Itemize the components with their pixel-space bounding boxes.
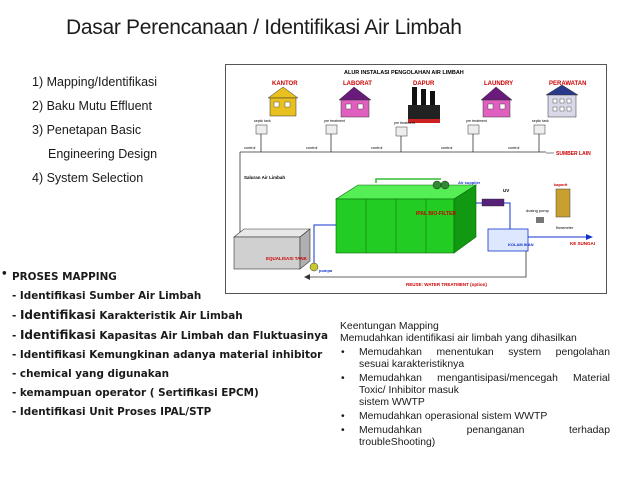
svg-text:control: control (244, 146, 256, 150)
air-supplier: Air supplier (375, 178, 481, 190)
svg-text:KOLAM IKAN: KOLAM IKAN (508, 242, 534, 247)
diagram-title: ALUR INSTALASI PENGOLAHAN AIR LIMBAH (344, 70, 464, 76)
svg-text:KANTOR: KANTOR (272, 81, 298, 87)
svg-text:LAUNDRY: LAUNDRY (484, 81, 513, 87)
mapping-item: - chemical yang digunakan (12, 368, 170, 380)
building-laborat: LABORAT (338, 81, 372, 118)
building-laundry: LAUNDRY (480, 81, 513, 118)
equalisasi-tank: EQUALISASI TANK (233, 228, 311, 270)
step-item: 4) System Selection (32, 171, 144, 185)
kolam-ikan: KOLAM IKAN (487, 228, 534, 252)
svg-text:dosing pump: dosing pump (526, 208, 550, 213)
bullet-icon: • (1, 268, 8, 280)
svg-text:septic tank: septic tank (254, 119, 271, 123)
svg-text:pompa: pompa (319, 268, 333, 273)
svg-text:pre treatment: pre treatment (394, 121, 415, 125)
building-kantor: KANTOR (267, 81, 299, 117)
mapping-heading: PROSES MAPPING (12, 271, 117, 283)
mapping-item: - Identifikasi Kemungkinan adanya materi… (12, 349, 323, 361)
list-item: •Memudahkan mengantisipasi/mencegah Mate… (341, 373, 610, 408)
mapping-item: - kemampuan operator ( Sertifikasi EPCM) (12, 387, 259, 399)
svg-text:flowmeter: flowmeter (556, 225, 574, 230)
mapping-item: - Identifikasi Karakteristik Air Limbah (12, 308, 243, 322)
ke-sungai: KE SUNGAI (528, 234, 595, 246)
page-title: Dasar Perencanaan / Identifikasi Air Lim… (66, 16, 462, 39)
svg-text:control: control (371, 146, 383, 150)
mapping-item: - Identifikasi Unit Proses IPAL/STP (12, 406, 212, 418)
building-dapur: DAPUR (408, 81, 440, 123)
keuntungan-heading: Keentungan Mapping (340, 321, 439, 332)
step-item: 3) Penetapan Basic (32, 123, 142, 137)
svg-text:KE SUNGAI: KE SUNGAI (570, 241, 595, 246)
svg-text:pre treatment: pre treatment (466, 119, 487, 123)
saluran-label: Saluran Air Limbah (244, 175, 285, 180)
svg-text:pre treatment: pre treatment (324, 119, 345, 123)
step-item: Engineering Design (48, 147, 158, 161)
svg-text:UV: UV (503, 188, 509, 193)
svg-text:PERAWATAN: PERAWATAN (549, 81, 586, 87)
keuntungan-list: •Memudahkan menentukan system pengolahan… (340, 347, 610, 449)
collection-pipe (239, 134, 546, 235)
uv-unit: UV (476, 188, 511, 237)
list-item: •Memudahkan operasional sistem WWTP (341, 411, 548, 422)
proses-mapping-section: • PROSES MAPPING - Identifikasi Sumber A… (1, 268, 328, 422)
building-perawatan: PERAWATAN (545, 81, 586, 118)
steps-list: 1) Mapping/Identifikasi 2) Baku Mutu Eff… (32, 70, 157, 190)
svg-text:LABORAT: LABORAT (343, 81, 372, 87)
pompa: pompa (309, 224, 336, 273)
keuntungan-intro: Memudahkan identifikasi air limbah yang … (340, 333, 577, 344)
keuntungan-section: Keentungan Mapping Memudahkan identifika… (340, 321, 610, 451)
sumber-lain-label: SUMBER LAIN (556, 151, 591, 157)
svg-text:REUSE: WATER TREATMENT (option: REUSE: WATER TREATMENT (option) (406, 282, 487, 287)
kaporit-dosing: kaporit dosing pump flowmeter (526, 182, 574, 230)
mapping-item: - Identifikasi Sumber Air Limbah (12, 290, 202, 302)
step-item: 1) Mapping/Identifikasi (32, 75, 158, 89)
svg-text:control: control (306, 146, 318, 150)
svg-text:EQUALISASI TANK: EQUALISASI TANK (266, 256, 308, 261)
control-labels: control control control control control (244, 146, 520, 150)
svg-text:control: control (508, 146, 520, 150)
step-item: 2) Baku Mutu Effluent (32, 99, 152, 113)
svg-text:DAPUR: DAPUR (413, 81, 435, 87)
svg-text:control: control (441, 146, 453, 150)
svg-text:IPAL BIO-FILTER: IPAL BIO-FILTER (416, 211, 456, 217)
ipal-biofilter: IPAL BIO-FILTER (334, 184, 478, 254)
reuse-line: REUSE: WATER TREATMENT (option) (304, 251, 527, 287)
svg-text:Air supplier: Air supplier (458, 180, 481, 185)
wastewater-flow-diagram: ALUR INSTALASI PENGOLAHAN AIR LIMBAH KAN… (225, 64, 607, 294)
mapping-item: - Identifikasi Kapasitas Air Limbah dan … (12, 328, 328, 342)
list-item: •Memudahkan menentukan system pengolahan… (341, 347, 610, 370)
pretreatment-tanks: septic tank pre treatment pre treatment … (254, 119, 549, 137)
svg-text:kaporit: kaporit (554, 182, 568, 187)
diagram-svg: ALUR INSTALASI PENGOLAHAN AIR LIMBAH KAN… (233, 70, 595, 287)
svg-text:septic tank: septic tank (532, 119, 549, 123)
